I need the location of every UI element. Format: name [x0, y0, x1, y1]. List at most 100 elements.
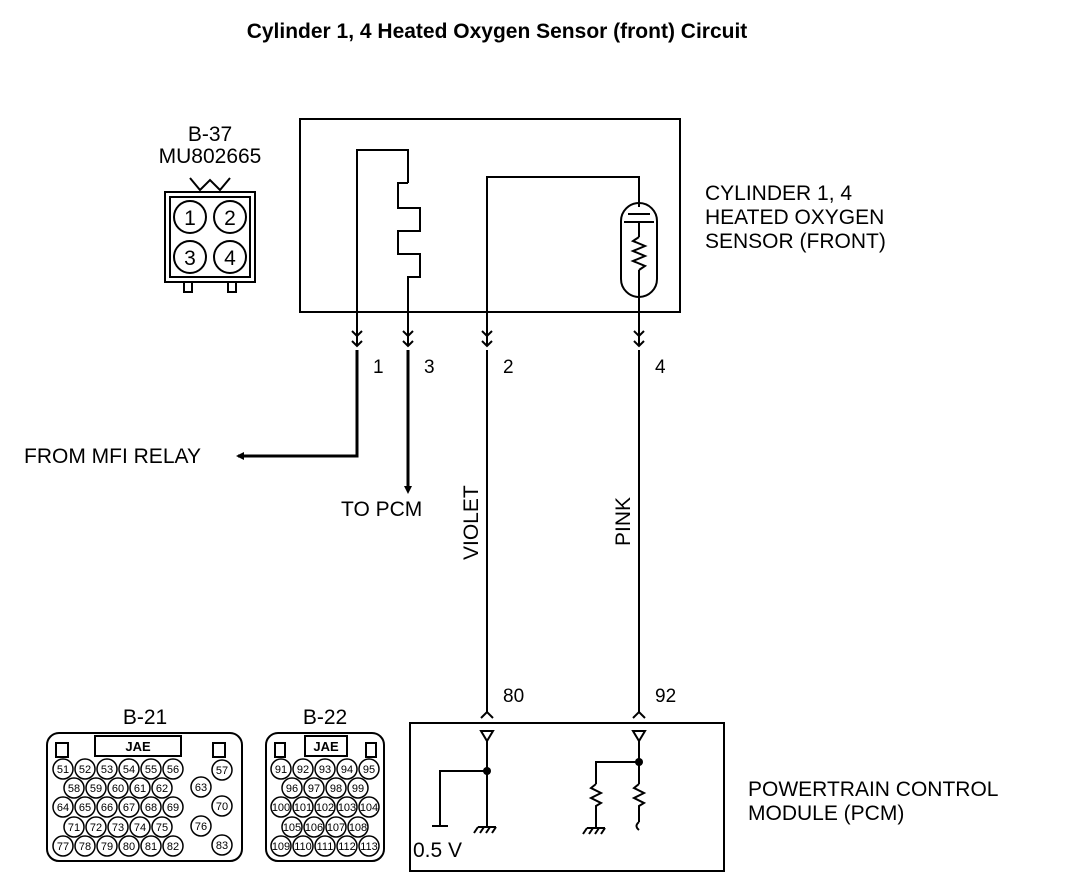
connector-pin-circle — [129, 777, 151, 799]
wiring — [236, 350, 640, 712]
connector-pin-circle — [190, 776, 212, 798]
connector-pin-circle — [140, 796, 162, 818]
connector-pin-circle — [118, 758, 140, 780]
pcm-name: MODULE (PCM) — [748, 802, 904, 825]
connector-pin-circle — [211, 795, 233, 817]
connector-pin-label: 59 — [90, 783, 102, 795]
connector-pin-label: 101 — [294, 802, 312, 814]
connector-pin-label: 53 — [101, 764, 113, 776]
sensor-name: HEATED OXYGEN — [705, 206, 884, 229]
pink-wire-label: PINK — [612, 497, 635, 546]
connector-pin-circle — [325, 816, 347, 838]
connector-pin-label: 82 — [167, 841, 179, 853]
connector-pin-circle — [358, 796, 380, 818]
connector-pin-circle — [107, 777, 129, 799]
connector-pin-label: 112 — [338, 841, 356, 853]
connector-pin-label: 57 — [216, 765, 228, 777]
connector-pin-circle — [129, 816, 151, 838]
connector-pin-circle — [63, 816, 85, 838]
connector-pin-label: 95 — [363, 764, 375, 776]
connector-pin-circle — [336, 758, 358, 780]
connector-pin-label: 66 — [101, 802, 113, 814]
connector-pin-label: 100 — [272, 802, 290, 814]
from-mfi-relay-label: FROM MFI RELAY — [24, 445, 201, 468]
connector-pin-circle — [107, 816, 129, 838]
connector-pin-circle — [211, 759, 233, 781]
connector-pin-circle — [325, 777, 347, 799]
connector-pin-label: 56 — [167, 764, 179, 776]
connector-pin-circle — [292, 835, 314, 857]
connector-pin-circle — [314, 835, 336, 857]
connector-pin-circle — [336, 835, 358, 857]
sensor-pin-1-label: 1 — [373, 357, 384, 378]
connector-pin-label: 79 — [101, 841, 113, 853]
connector-pin-label: 92 — [297, 764, 309, 776]
connector-pin-circle — [85, 777, 107, 799]
connector-pin-circle — [74, 758, 96, 780]
connector-pin-label: 73 — [112, 822, 124, 834]
connector-pin-label: 54 — [123, 764, 135, 776]
connector-pin-circle — [211, 834, 233, 856]
sensor-connector-pin: 4 — [224, 247, 236, 270]
connector-pin-circle — [358, 835, 380, 857]
connector-pin-circle — [292, 758, 314, 780]
to-pcm-label: TO PCM — [341, 498, 422, 521]
connector-pin-label: 74 — [134, 822, 146, 834]
sensor-connector-part-number: MU802665 — [159, 145, 262, 168]
connector-pin-circle — [270, 758, 292, 780]
sensor-connector-b37: B-37 MU802665 1 2 3 4 — [159, 123, 262, 293]
connector-pin-circle — [314, 796, 336, 818]
connector-pin-circle — [52, 835, 74, 857]
connector-pin-circle — [270, 835, 292, 857]
diagram-title: Cylinder 1, 4 Heated Oxygen Sensor (fron… — [247, 20, 748, 43]
connector-pin-label: 98 — [330, 783, 342, 795]
connector-pin-circle — [74, 835, 96, 857]
connector-pin-circle — [96, 796, 118, 818]
connector-pin-circle — [303, 816, 325, 838]
connector-pin-label: 55 — [145, 764, 157, 776]
b22-id: B-22 — [303, 706, 347, 729]
connector-pin-label: 65 — [79, 802, 91, 814]
sensor-pin-4-label: 4 — [655, 357, 666, 378]
b21-id: B-21 — [123, 706, 167, 729]
connector-pin-label: 97 — [308, 783, 320, 795]
connector-pin-label: 62 — [156, 783, 168, 795]
connector-pin-label: 64 — [57, 802, 69, 814]
connector-pin-circle — [63, 777, 85, 799]
connector-pin-label: 51 — [57, 764, 69, 776]
connector-pin-label: 67 — [123, 802, 135, 814]
connector-pin-label: 63 — [195, 782, 207, 794]
connector-pin-label: 109 — [272, 841, 290, 853]
pcm-module: 0.5 V POWERTRAIN CONTROL MODULE (PCM) — [409, 722, 998, 872]
connector-pin-circle — [96, 835, 118, 857]
connector-pin-label: 105 — [283, 822, 301, 834]
violet-wire-label: VIOLET — [460, 485, 483, 560]
connector-pin-label: 94 — [341, 764, 353, 776]
connector-pin-label: 78 — [79, 841, 91, 853]
connector-pin-circle — [347, 816, 369, 838]
connector-pin-label: 93 — [319, 764, 331, 776]
pcm-pin-pink: 92 — [655, 686, 676, 707]
sensor-name: SENSOR (FRONT) — [705, 230, 886, 253]
connector-pin-label: 75 — [156, 822, 168, 834]
connector-pin-label: 61 — [134, 783, 146, 795]
pcm-voltage: 0.5 V — [413, 839, 462, 862]
connector-pin-circle — [151, 816, 173, 838]
connector-pin-label: 68 — [145, 802, 157, 814]
connector-pin-label: 104 — [360, 802, 378, 814]
connector-pin-label: 83 — [216, 840, 228, 852]
connector-pin-circle — [162, 835, 184, 857]
connector-pin-circle — [140, 835, 162, 857]
connector-pin-label: 58 — [68, 783, 80, 795]
connector-pin-circle — [118, 835, 140, 857]
connector-pin-label: 111 — [317, 841, 334, 853]
connector-pin-label: 77 — [57, 841, 69, 853]
connector-pin-circle — [292, 796, 314, 818]
connector-pin-label: 107 — [327, 822, 345, 834]
connector-pin-circle — [358, 758, 380, 780]
connector-pin-label: 106 — [305, 822, 323, 834]
